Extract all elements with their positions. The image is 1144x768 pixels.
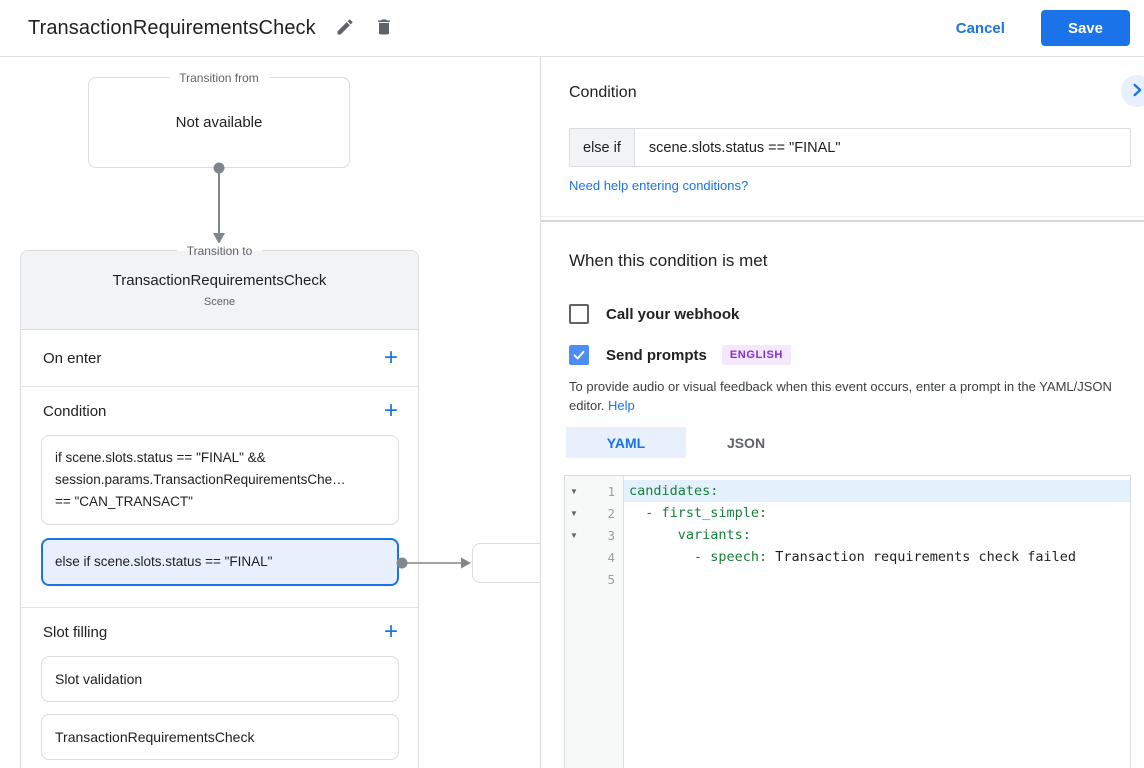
slot-filling-section: Slot filling + bbox=[21, 608, 418, 656]
slot-item[interactable]: Slot validation bbox=[41, 656, 399, 702]
line-number: 2 bbox=[607, 505, 615, 521]
scene-card: Transition to TransactionRequirementsChe… bbox=[20, 243, 419, 768]
trash-icon bbox=[374, 17, 394, 40]
edit-scene-button[interactable] bbox=[335, 17, 355, 40]
prompt-description-text: To provide audio or visual feedback when… bbox=[569, 379, 1112, 413]
transition-from-value: Not available bbox=[175, 114, 263, 131]
send-prompts-checkbox[interactable] bbox=[569, 345, 589, 365]
slot-item[interactable]: TransactionRequirementsCheck bbox=[41, 714, 399, 760]
condition-panel: Condition else if Need help entering con… bbox=[540, 57, 1144, 768]
line-number: 1 bbox=[607, 483, 615, 499]
prompt-help-link[interactable]: Help bbox=[608, 398, 635, 413]
down-arrow-connector bbox=[213, 162, 225, 244]
code-editor: ▼ 1 ▼ 2 ▼ 3 4 5 candidates: - first_simple:… bbox=[564, 475, 1131, 768]
condition-line: session.params.TransactionRequirementsCh… bbox=[55, 472, 346, 487]
condition-line: if scene.slots.status == "FINAL" && bbox=[55, 450, 266, 465]
webhook-label: Call your webhook bbox=[606, 305, 740, 323]
line-number: 3 bbox=[607, 527, 615, 543]
fold-arrow-icon[interactable]: ▼ bbox=[570, 486, 578, 496]
condition-line: == "CAN_TRANSACT" bbox=[55, 494, 193, 509]
editor-tabs: YAML JSON bbox=[566, 427, 806, 458]
send-prompts-row: Send prompts ENGLISH bbox=[569, 345, 791, 365]
editor-code-area[interactable]: candidates: - first_simple: variants: - … bbox=[624, 476, 1130, 768]
scene-card-header[interactable]: TransactionRequirementsCheck Scene bbox=[21, 251, 418, 330]
slot-filling-label: Slot filling bbox=[43, 623, 108, 641]
code-line: - speech: Transaction requirements check… bbox=[629, 549, 1077, 565]
cancel-button[interactable]: Cancel bbox=[955, 19, 1005, 37]
send-prompts-label: Send prompts bbox=[606, 346, 707, 364]
page-title: TransactionRequirementsCheck bbox=[28, 16, 316, 39]
app-header: TransactionRequirementsCheck Cancel Save bbox=[0, 0, 1144, 57]
checkmark-icon bbox=[573, 350, 585, 360]
when-met-title: When this condition is met bbox=[569, 251, 768, 270]
right-arrow-connector bbox=[396, 557, 471, 569]
scene-type-label: Scene bbox=[203, 296, 236, 308]
pencil-icon bbox=[335, 17, 355, 40]
code-line: - first_simple: bbox=[629, 505, 768, 521]
editor-gutter: ▼ 1 ▼ 2 ▼ 3 4 5 bbox=[565, 476, 624, 768]
transition-from-box[interactable]: Transition from Not available bbox=[88, 70, 350, 168]
condition-item-selected[interactable]: else if scene.slots.status == "FINAL" bbox=[41, 538, 399, 586]
on-enter-section: On enter + bbox=[21, 330, 418, 387]
section-divider bbox=[541, 216, 1144, 222]
language-badge: ENGLISH bbox=[721, 345, 791, 365]
line-number: 5 bbox=[607, 571, 615, 587]
tab-yaml[interactable]: YAML bbox=[566, 427, 686, 458]
condition-line: else if scene.slots.status == "FINAL" bbox=[55, 554, 273, 569]
condition-input-group: else if bbox=[569, 128, 1131, 167]
transition-from-legend: Transition from bbox=[169, 70, 269, 86]
conditions-help-link[interactable]: Need help entering conditions? bbox=[569, 178, 749, 193]
condition-section-label: Condition bbox=[43, 402, 107, 420]
flow-canvas[interactable]: Transition from Not available Transition… bbox=[0, 57, 540, 768]
add-condition-button[interactable]: + bbox=[380, 399, 402, 423]
add-on-enter-button[interactable]: + bbox=[380, 346, 402, 370]
panel-condition-title: Condition bbox=[569, 84, 637, 101]
code-line bbox=[624, 568, 1130, 590]
line-number: 4 bbox=[607, 549, 615, 565]
add-slot-button[interactable]: + bbox=[380, 620, 402, 644]
condition-item[interactable]: if scene.slots.status == "FINAL" && sess… bbox=[41, 435, 399, 525]
save-button[interactable]: Save bbox=[1040, 10, 1130, 46]
collapse-panel-button[interactable] bbox=[1121, 75, 1144, 107]
scene-name: TransactionRequirementsCheck bbox=[112, 272, 327, 289]
transition-target-box[interactable] bbox=[472, 543, 540, 583]
chevron-right-icon bbox=[1126, 79, 1144, 104]
condition-section: Condition + if scene.slots.status == "FI… bbox=[21, 387, 418, 608]
code-line: variants: bbox=[629, 527, 751, 543]
delete-scene-button[interactable] bbox=[374, 17, 394, 40]
transition-to-legend: Transition to bbox=[176, 243, 263, 259]
condition-expression-input[interactable] bbox=[634, 129, 1130, 166]
webhook-row: Call your webhook bbox=[569, 304, 739, 324]
condition-prefix: else if bbox=[570, 129, 635, 166]
fold-arrow-icon[interactable]: ▼ bbox=[570, 530, 578, 540]
webhook-checkbox[interactable] bbox=[569, 304, 589, 324]
tab-json[interactable]: JSON bbox=[686, 427, 806, 458]
prompt-description: To provide audio or visual feedback when… bbox=[569, 377, 1135, 415]
on-enter-label: On enter bbox=[43, 349, 102, 367]
fold-arrow-icon[interactable]: ▼ bbox=[570, 508, 578, 518]
code-line: candidates: bbox=[624, 480, 1130, 502]
